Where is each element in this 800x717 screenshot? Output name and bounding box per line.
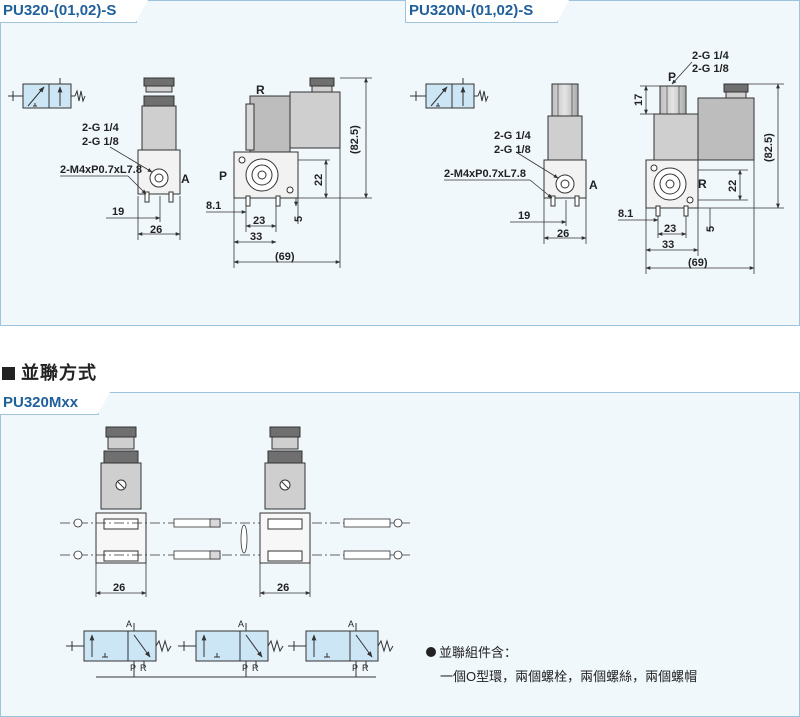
side-view-left: 2-G 1/4 2-G 1/8 2-M4xP0.7xL7.8 A 19 26 <box>60 77 190 240</box>
section-title-text: 並聯方式 <box>21 363 97 383</box>
front-right-dim-33: 33 <box>662 239 674 251</box>
front-view-left: R P (82.5) 22 5 8.1 23 33 (69) <box>206 77 372 268</box>
front-right-dim-82-5: (82.5) <box>763 133 775 162</box>
symbol-1-a: A <box>126 619 132 629</box>
symbol-2-a: A <box>238 619 244 629</box>
side-view-right: 2-G 1/4 2-G 1/8 2-M4xP0.7xL7.8 A 19 26 <box>444 83 598 244</box>
side-left-thread-label: 2-M4xP0.7xL7.8 <box>60 164 142 176</box>
symbol-3-a: A <box>348 619 354 629</box>
symbol-1-p: P <box>130 663 136 673</box>
top-drawings: 2-G 1/4 2-G 1/8 2-M4xP0.7xL7.8 A 19 26 <box>8 50 784 274</box>
symbol-3-p: P <box>352 663 358 673</box>
front-right-port-p: P <box>668 70 676 84</box>
front-left-dim-23: 23 <box>253 215 265 227</box>
symbol-3-r: R <box>362 663 369 673</box>
side-right-port-a: A <box>589 178 598 192</box>
square-bullet-icon <box>2 367 15 380</box>
front-left-dim-5: 5 <box>293 216 305 222</box>
side-left-port-a: A <box>181 172 190 186</box>
parallel-symbols <box>66 623 394 678</box>
parallel-dimensions <box>95 563 311 597</box>
tab-pu320-s: PU320-(01,02)-S <box>0 0 148 23</box>
symbol-2-p: P <box>242 663 248 673</box>
valve-symbol-left <box>8 78 86 109</box>
front-left-port-p: P <box>219 169 227 183</box>
side-left-dim-26: 26 <box>150 224 162 236</box>
front-right-dim-69: (69) <box>688 257 708 269</box>
parallel-valve-left <box>95 426 147 564</box>
front-right-dim-8-1: 8.1 <box>618 208 633 220</box>
side-right-port-label-1: 2-G 1/4 <box>494 130 532 142</box>
side-right-dim-26: 26 <box>557 228 569 240</box>
front-left-dim-33: 33 <box>250 231 262 243</box>
side-right-thread-label: 2-M4xP0.7xL7.8 <box>444 168 526 180</box>
symbol-2-r: R <box>252 663 259 673</box>
front-left-dim-69: (69) <box>275 251 295 263</box>
front-left-dim-8-1: 8.1 <box>206 200 221 212</box>
front-right-dim-22: 22 <box>727 180 739 192</box>
valve-symbol-right <box>410 78 489 109</box>
symbol-1-r: R <box>140 663 147 673</box>
side-left-dim-19: 19 <box>112 206 124 218</box>
front-right-port-r: R <box>698 177 707 191</box>
side-right-dim-19: 19 <box>518 210 530 222</box>
bullet-circle-icon <box>426 647 436 657</box>
front-right-dim-5: 5 <box>705 226 717 232</box>
kit-title-text: 並聯組件含： <box>439 645 518 660</box>
front-left-dim-82-5: (82.5) <box>349 125 361 154</box>
section-title: 並聯方式 <box>2 359 97 385</box>
side-right-port-label-2: 2-G 1/8 <box>494 144 531 156</box>
front-left-port-r: R <box>256 83 265 97</box>
dim-26-right: 26 <box>277 582 289 594</box>
side-left-port-label-1: 2-G 1/4 <box>82 122 120 134</box>
front-right-dim-17: 17 <box>633 94 645 106</box>
front-left-dim-22: 22 <box>313 174 325 186</box>
front-right-port-label-1: 2-G 1/4 <box>692 50 730 62</box>
tab-pu320mxx: PU320Mxx <box>0 392 110 415</box>
bottom-drawings: 26 26 <box>60 426 410 678</box>
dim-26-left: 26 <box>113 582 125 594</box>
parallel-valve-right <box>259 426 311 564</box>
parallel-assembly-parts <box>60 518 410 560</box>
front-right-dim-23: 23 <box>664 223 676 235</box>
side-left-port-label-2: 2-G 1/8 <box>82 136 119 148</box>
kit-contents: 一個O型環，兩個螺栓，兩個螺絲，兩個螺帽 <box>440 669 698 684</box>
front-right-port-label-2: 2-G 1/8 <box>692 63 729 75</box>
kit-title: 並聯組件含： <box>426 642 517 661</box>
front-view-right: 2-G 1/4 2-G 1/8 P R 17 (82.5) 22 5 8.1 2… <box>618 50 784 274</box>
tab-pu320n-s: PU320N-(01,02)-S <box>405 0 569 23</box>
